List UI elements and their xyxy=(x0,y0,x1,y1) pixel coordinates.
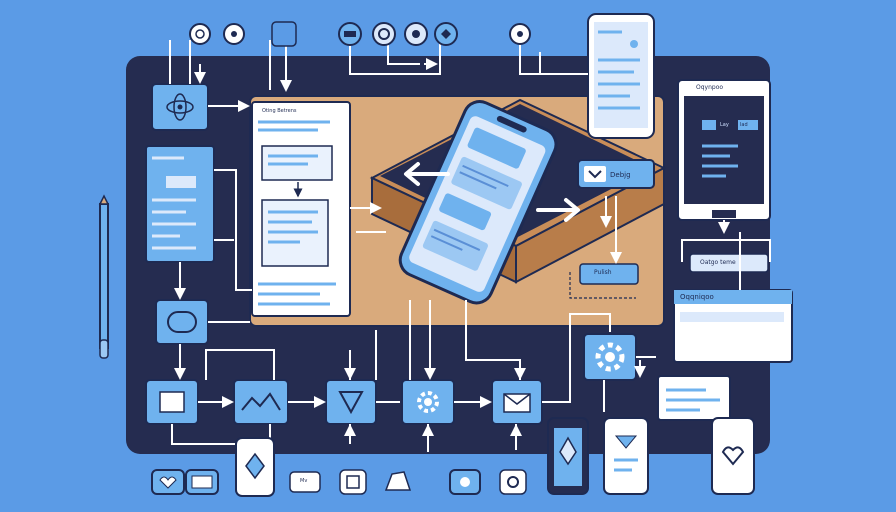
publish-badge-label: Pulish xyxy=(594,269,612,276)
bottom-icons xyxy=(151,417,755,497)
top-icons xyxy=(189,21,531,47)
central-phone xyxy=(398,100,558,305)
triangle-widget xyxy=(325,379,377,425)
top-phone xyxy=(587,13,655,139)
chart-widget xyxy=(233,379,289,425)
link-widget xyxy=(155,299,209,345)
window-widget xyxy=(145,379,199,425)
small-chip-label: Mv xyxy=(300,478,308,484)
side-window-button-label: Lay xyxy=(720,122,729,128)
debug-badge-label: Debjg xyxy=(610,171,631,179)
settings-widget xyxy=(583,333,637,381)
atom-widget xyxy=(151,83,209,131)
doc-header-label: Oting Betrens xyxy=(262,108,297,114)
side-bar-window xyxy=(673,289,793,363)
swap-arrow-right xyxy=(536,198,580,222)
document-panel xyxy=(251,101,351,317)
side-badge-label: Oatgo teme xyxy=(700,259,736,266)
left-form-panel xyxy=(145,145,215,263)
side-window-button2-label: lad xyxy=(740,122,748,128)
arrow-heads xyxy=(174,58,646,440)
side-window xyxy=(677,79,771,221)
gear-widget xyxy=(401,379,455,425)
mail-widget xyxy=(491,379,543,425)
swap-arrow-left xyxy=(404,162,450,186)
debug-badge xyxy=(577,159,655,189)
side-window-title: Oqynpoo xyxy=(696,84,724,91)
right-card xyxy=(657,375,731,421)
pencil xyxy=(98,194,110,359)
publish-badge xyxy=(569,263,639,299)
side-bar-title: Oqqniqoo xyxy=(680,293,714,301)
side-badge xyxy=(689,253,769,273)
